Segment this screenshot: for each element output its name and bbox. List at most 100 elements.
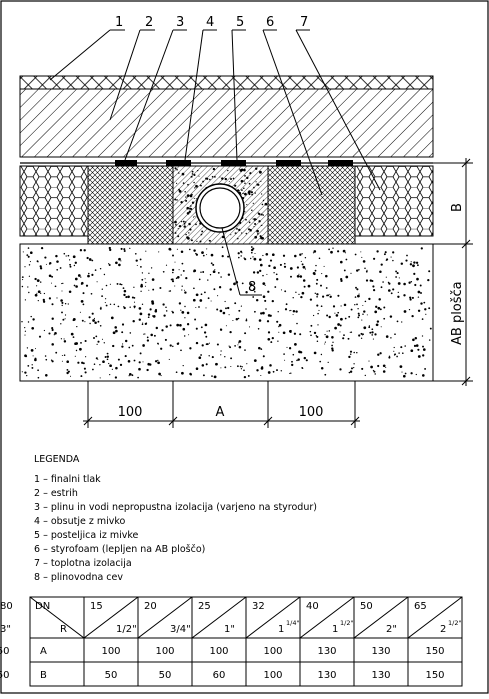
speckle [302, 279, 306, 282]
speckle [80, 300, 84, 303]
speckle [241, 232, 243, 234]
speckle [217, 272, 220, 274]
speckle [209, 178, 211, 181]
speckle [169, 344, 172, 347]
speckle [357, 294, 360, 298]
table-r-cell: 1 [332, 624, 338, 635]
speckle [428, 307, 431, 310]
speckle [343, 303, 347, 307]
concrete-slab [19, 243, 434, 382]
speckle [117, 305, 120, 308]
speckle [211, 356, 214, 359]
speckle [63, 338, 65, 340]
speckle [252, 202, 254, 204]
speckle [97, 358, 99, 360]
speckle [238, 340, 242, 343]
speckle [36, 285, 38, 287]
speckle [397, 295, 400, 298]
speckle [131, 296, 134, 299]
speckle [350, 367, 354, 370]
speckle [123, 249, 126, 253]
speckle [186, 211, 190, 215]
speckle [217, 295, 219, 297]
speckle [189, 194, 193, 198]
speckle [283, 265, 287, 268]
speckle [254, 290, 256, 293]
speckle [159, 286, 162, 290]
speckle [189, 228, 192, 231]
speckle [371, 331, 374, 334]
speckle [245, 218, 247, 221]
speckle [34, 357, 37, 360]
speckle [380, 263, 383, 266]
speckle [186, 206, 189, 210]
speckle [382, 281, 384, 283]
speckle [152, 315, 156, 318]
speckle [30, 349, 34, 352]
speckle [177, 235, 180, 238]
speckle [284, 359, 286, 361]
speckle [364, 267, 366, 269]
speckle [183, 289, 186, 291]
speckle [212, 263, 215, 266]
speckle [205, 363, 208, 366]
dimension-table [29, 596, 463, 687]
speckle [371, 328, 374, 331]
speckle [275, 273, 278, 276]
speckle [257, 233, 259, 235]
table-head-dn: DN [35, 601, 50, 612]
speckle [345, 258, 348, 261]
speckle [260, 236, 263, 240]
speckle [128, 375, 130, 377]
speckle [243, 375, 247, 379]
speckle [313, 250, 317, 253]
speckle [175, 223, 177, 226]
speckle [349, 353, 352, 355]
speckle [234, 302, 237, 305]
speckle [92, 368, 94, 371]
table-dn-cell: 32 [252, 601, 265, 612]
speckle [365, 279, 369, 282]
speckle [428, 270, 431, 273]
speckle [241, 282, 244, 285]
speckle [361, 319, 363, 321]
speckle [201, 364, 205, 367]
speckle [374, 333, 377, 336]
speckle [120, 247, 123, 250]
speckle [109, 283, 111, 285]
speckle [312, 314, 315, 317]
speckle [168, 358, 170, 360]
speckle [269, 259, 273, 262]
speckle [79, 311, 81, 313]
speckle [410, 261, 412, 263]
speckle [176, 169, 178, 171]
speckle [104, 302, 106, 304]
speckle [60, 338, 63, 340]
speckle [292, 310, 296, 313]
speckle [230, 234, 232, 236]
speckle [153, 334, 156, 337]
speckle [99, 307, 102, 310]
speckle [63, 340, 67, 343]
speckle [116, 282, 119, 285]
speckle [193, 181, 195, 184]
speckle [22, 251, 24, 253]
speckle [361, 256, 363, 258]
speckle [198, 175, 200, 177]
table-dn-cell: 20 [144, 601, 157, 612]
speckle [410, 349, 414, 353]
speckle [283, 262, 286, 265]
speckle [238, 309, 241, 312]
speckle [248, 221, 251, 224]
speckle [151, 302, 155, 305]
speckle [423, 301, 426, 304]
speckle [212, 167, 216, 171]
table-body: A100100100100130130150150B50506010013013… [0, 646, 445, 681]
membrane-block [276, 160, 301, 166]
speckle [101, 288, 103, 290]
speckle [374, 310, 378, 314]
speckle [203, 331, 207, 334]
speckle [51, 327, 54, 330]
speckle [115, 366, 118, 370]
